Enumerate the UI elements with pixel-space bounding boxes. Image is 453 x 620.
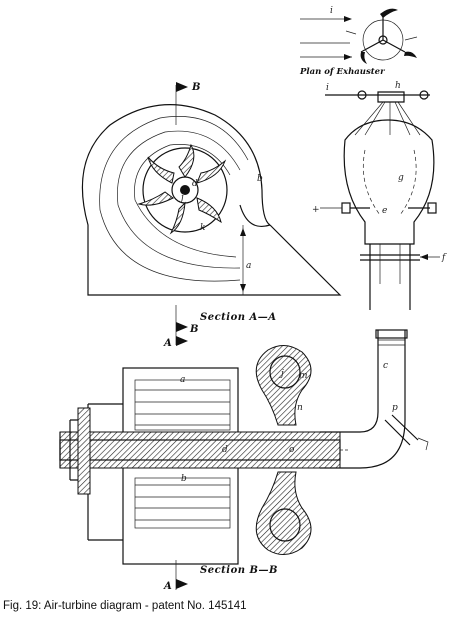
- plan-of-exhauster: i Plan of Exhauster: [299, 6, 418, 77]
- label-plus: +: [312, 205, 320, 215]
- label-g: g: [398, 173, 404, 183]
- label-k: k: [200, 223, 205, 233]
- plan-title: Plan of Exhauster: [299, 67, 385, 77]
- label-n: n: [297, 403, 303, 413]
- label-b-aa: b: [257, 174, 263, 184]
- label-h-elev: h: [395, 81, 401, 91]
- label-i-plan: i: [330, 6, 333, 16]
- exhauster-elevation: i h g e f +: [312, 81, 447, 310]
- section-aa-title: Section A—A: [200, 312, 277, 323]
- label-i-elev: i: [326, 83, 329, 93]
- label-c: c: [383, 361, 388, 371]
- label-a-bb: a: [180, 375, 185, 385]
- marker-b-mid: B: [189, 324, 198, 335]
- section-markers-mid: B A: [163, 305, 198, 349]
- section-bb-title: Section B—B: [200, 565, 278, 576]
- label-d-bb: d: [222, 445, 228, 455]
- label-b-bb: b: [181, 474, 187, 484]
- label-e: e: [382, 206, 387, 216]
- label-j-bb: j: [279, 369, 284, 379]
- marker-b-top: B: [191, 82, 200, 93]
- label-p: p: [392, 403, 398, 413]
- label-f: f: [441, 253, 447, 263]
- label-a-aa: a: [246, 261, 251, 271]
- label-d-aa: d: [192, 179, 198, 189]
- marker-a-mid: A: [163, 338, 172, 349]
- marker-a-bottom: A: [163, 581, 172, 590]
- section-bb: a b d j m n o p c Section B—B A: [59, 329, 429, 590]
- label-o: o: [289, 445, 295, 455]
- section-aa: B d j k b a Section A—A: [81, 82, 342, 323]
- figure-caption: Fig. 19: Air-turbine diagram - patent No…: [3, 600, 247, 612]
- label-m: m: [299, 371, 308, 381]
- patent-diagram: i Plan of Exhauster i h g e f + B: [59, 6, 447, 590]
- label-j-aa: j: [179, 193, 184, 203]
